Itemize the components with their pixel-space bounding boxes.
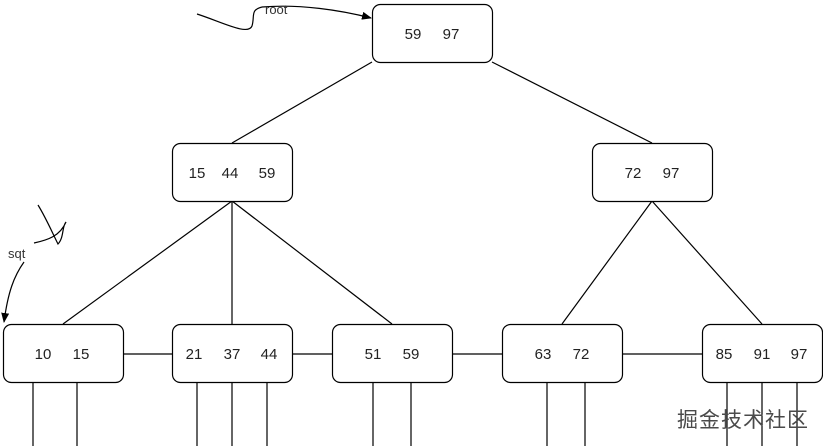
node-leaf3: 51 59 (331, 323, 454, 384)
root-pointer-label: root (265, 2, 288, 17)
node-box-inner1 (171, 142, 294, 203)
node-box-inner2 (591, 142, 714, 203)
node-leaf5: 85 91 97 (701, 323, 823, 384)
node-box-leaf4 (501, 323, 624, 384)
node-leaf4: 63 72 (501, 323, 624, 384)
tree-nodes: 59 97 15 44 59 72 97 10 15 21 37 44 51 59 63 72 85 91 97 (2, 3, 823, 384)
node-root: 59 97 (371, 3, 494, 64)
watermark: 掘金技术社区 (677, 408, 809, 432)
pointer-annotations: root sqt (1, 2, 372, 323)
node-box-leaf3 (331, 323, 454, 384)
node-key-leaf1-0: 10 (35, 346, 52, 363)
root-pointer-arrow (261, 5, 372, 20)
root-pointer-squiggle (196, 6, 263, 31)
node-leaf2: 21 37 44 (171, 323, 294, 384)
node-key-leaf3-0: 51 (365, 346, 382, 363)
edge-inner1-leaf1 (62, 200, 233, 325)
node-box-leaf2 (171, 323, 294, 384)
node-key-leaf5-0: 85 (716, 346, 733, 363)
node-key-leaf1-1: 15 (73, 346, 90, 363)
node-key-inner2-0: 72 (625, 165, 642, 182)
node-key-leaf2-0: 21 (186, 346, 203, 363)
edge-inner2-leaf5 (651, 200, 763, 325)
node-key-root-1: 97 (443, 26, 460, 43)
edge-root-inner1 (231, 61, 373, 144)
node-box-leaf1 (2, 323, 125, 384)
node-key-leaf5-2: 97 (791, 346, 808, 363)
node-key-leaf2-1: 37 (224, 346, 241, 363)
node-key-inner1-1: 44 (222, 165, 239, 182)
node-inner2: 72 97 (591, 142, 714, 203)
leaf-child-pointers (32, 382, 798, 446)
node-key-leaf5-1: 91 (754, 346, 771, 363)
node-key-inner1-0: 15 (189, 165, 206, 182)
tree-edges (62, 61, 763, 325)
node-key-leaf4-0: 63 (535, 346, 552, 363)
node-key-inner2-1: 97 (663, 165, 680, 182)
node-key-root-0: 59 (405, 26, 422, 43)
edge-inner2-leaf4 (561, 200, 653, 325)
node-box-root (371, 3, 494, 64)
sqt-pointer-arrow (1, 261, 25, 323)
edge-root-inner2 (491, 61, 653, 144)
node-key-leaf2-2: 44 (261, 346, 278, 363)
node-key-inner1-2: 59 (259, 165, 276, 182)
node-key-leaf4-1: 72 (573, 346, 590, 363)
sqt-pointer-squiggle (33, 204, 67, 246)
node-key-leaf3-1: 59 (403, 346, 420, 363)
node-leaf1: 10 15 (2, 323, 125, 384)
sqt-pointer-label: sqt (8, 246, 26, 261)
edge-inner1-leaf3 (231, 200, 393, 325)
node-inner1: 15 44 59 (171, 142, 294, 203)
